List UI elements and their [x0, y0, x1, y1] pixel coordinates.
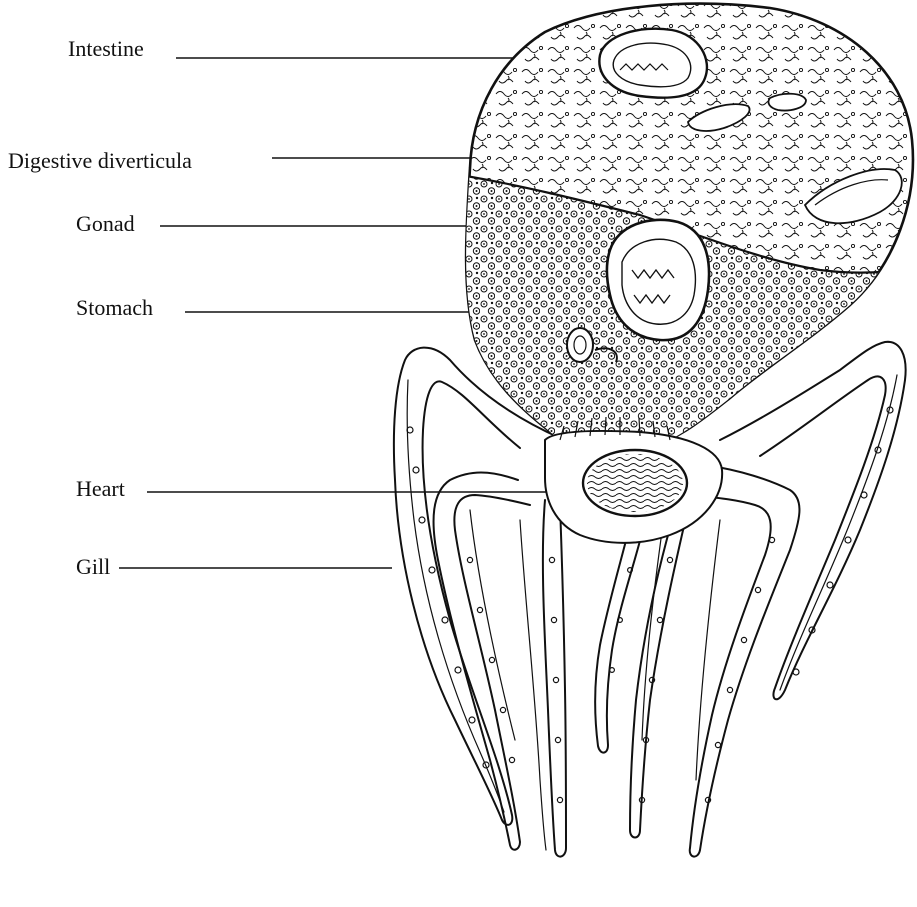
stomach-section — [607, 220, 709, 340]
intestine-section — [599, 29, 707, 98]
heart-region — [545, 417, 722, 543]
visceral-mass — [460, 0, 917, 460]
